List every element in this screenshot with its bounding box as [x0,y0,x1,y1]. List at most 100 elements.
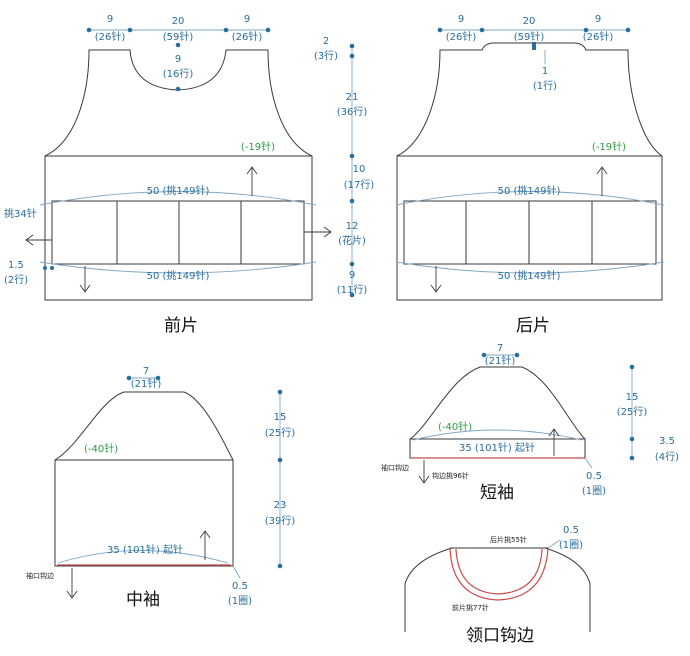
short-sleeve-dim-arc [412,429,583,441]
mid-sleeve-top-stitches: (21针) [131,377,162,390]
front-left-width: 9 [107,14,113,25]
scale-seg-1: 2 [323,36,329,47]
short-sleeve-cap-height: 15 [626,392,639,403]
scale-seg-3: 10 [353,164,366,175]
back-title: 后片 [516,316,550,336]
short-sleeve-body-rows: (4行) [655,450,679,463]
back-right-width-stitches: (26针) [583,30,614,43]
short-sleeve-cap-rows: (25行) [617,405,648,418]
mid-sleeve-outline [54,391,234,567]
front-neck-depth: 9 [175,54,181,65]
back-band-bottom-label: 50 (挑149针) [498,269,561,282]
mid-sleeve-top-width: 7 [143,366,149,377]
neckline-front-pickup: 前片挑77针 [452,603,489,612]
front-left-arrow [25,234,52,246]
back-top-dim-arc [395,191,665,206]
scale-seg-2-rows: (36行) [337,105,368,118]
short-sleeve-down-arrow [418,460,430,484]
back-bottom-dim-arc [395,261,665,274]
mid-sleeve-down-arrow [66,568,78,599]
short-sleeve-edge-leader [584,457,593,469]
short-sleeve-piece: 7 (21针) (-40针) 35 (101针) 起针 袖口钩边 钩边挑96针 … [381,343,679,503]
dim-dot [625,27,631,33]
short-sleeve-top-stitches: (21针) [485,354,516,367]
back-band-top-label: 50 (挑149针) [498,184,561,197]
front-band [51,200,305,265]
dim-dot [514,352,520,358]
scale-seg-4: 12 [346,221,359,232]
short-sleeve-body-height: 3.5 [659,436,675,447]
dim-dot [175,86,181,92]
front-right-width-stitches: (26针) [232,30,263,43]
short-sleeve-cast-on: 35 (101针) 起针 [459,441,535,454]
dim-dot [155,375,161,381]
dim-dot [127,27,133,33]
scale-seg-2: 21 [346,92,359,103]
dim-dot [277,389,283,395]
short-sleeve-top-width: 7 [497,343,503,354]
front-neck-width-stitches: (59针) [163,30,194,43]
mid-sleeve-edge-rounds: (1圈) [228,595,252,607]
back-neck-width-stitches: (59针) [514,30,545,43]
neckline-outline [404,547,591,632]
neckline-edge-rounds: (1圈) [559,539,583,551]
vertical-scale: 2 (3行) 21 (36行) 10 (17行) 12 (花片) 9 (11行) [314,36,375,298]
scale-seg-5: 9 [349,270,355,281]
neckline-edge-width: 0.5 [563,525,579,536]
dim-dot [265,27,271,33]
back-band [403,200,657,265]
neckline-piece: 后片挑55针 前片挑77针 0.5 (1圈) 领口钩边 [404,525,591,646]
back-down-arrow [430,266,442,293]
front-side-pickup: 挑34针 [4,207,37,220]
neckline-edge-inner [455,548,543,595]
mid-sleeve-cuff-label: 袖口钩边 [26,571,54,580]
mid-sleeve-edge-leader [232,565,241,579]
short-sleeve-cuff-label: 袖口钩边 [381,463,409,472]
back-up-arrow [596,166,608,196]
dim-dot [532,42,536,50]
mid-sleeve-body-rows: (39行) [265,514,296,527]
dim-dot [437,27,443,33]
front-piece: 9 (26针) 20 (59针) 9 (26针) 9 (16行) (-19针) … [4,14,332,336]
dim-dot [175,42,181,48]
front-armhole-decrease: (-19针) [241,140,275,153]
back-neck-width: 20 [523,16,536,27]
front-band-top-label: 50 (挑149针) [147,184,210,197]
mid-sleeve-up-arrow [199,530,211,560]
mid-sleeve-title: 中袖 [126,590,160,610]
short-sleeve-cap-decrease: (-40针) [438,420,472,433]
dim-dot [86,27,92,33]
back-armhole-decrease: (-19针) [592,140,626,153]
front-title: 前片 [164,316,198,336]
scale-seg-1-rows: (3行) [314,49,338,62]
scale-seg-3-rows: (17行) [344,178,375,191]
short-sleeve-outline [409,366,586,459]
neckline-edge-outer [449,547,549,601]
short-sleeve-pickup-label: 钩边挑96针 [432,471,469,480]
mid-sleeve-cap-decrease: (-40针) [84,442,118,455]
mid-sleeve-edge-width: 0.5 [232,581,248,592]
front-right-arrow [304,226,332,238]
back-neck-depth-rows: (1行) [533,79,557,92]
dim-dot [50,266,54,270]
dim-dot [277,563,283,569]
front-band-bottom-label: 50 (挑149针) [147,269,210,282]
dim-dot [349,53,355,59]
short-sleeve-title: 短袖 [480,483,514,503]
neckline-title: 领口钩边 [466,626,534,646]
neckline-edge-leader [547,539,561,549]
back-left-width-stitches: (26针) [446,30,477,43]
dim-dot [481,352,487,358]
short-sleeve-edge-rounds: (1圈) [582,485,606,497]
mid-sleeve-cast-on: 35 (101针) 起针 [107,543,183,556]
dim-dot [629,455,635,461]
scale-seg-5-rows: (11行) [337,283,368,296]
front-down-arrow [79,266,91,293]
dim-dot [349,198,355,204]
back-piece: 9 (26针) 20 (59针) 9 (26针) 1 (1行) (-19针) 5… [395,14,665,336]
short-sleeve-up-arrow [548,428,560,456]
front-neck-depth-rows: (16行) [163,67,194,80]
back-left-width: 9 [458,14,464,25]
dim-dot [126,375,132,381]
